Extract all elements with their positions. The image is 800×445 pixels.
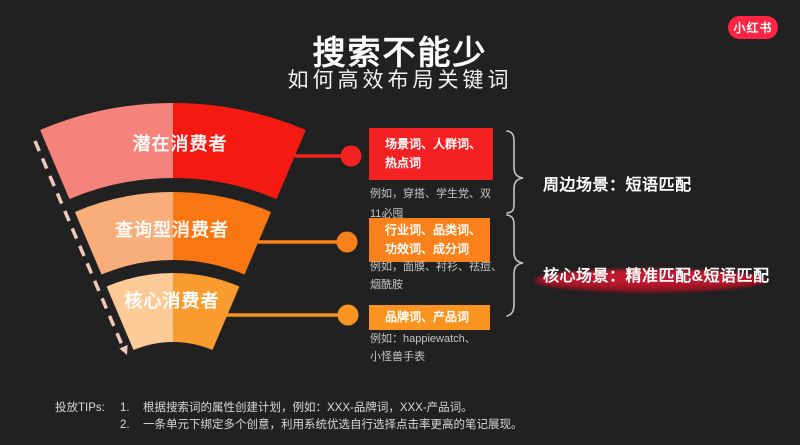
tip-item-1: 1. 根据搜索词的属性创建计划，例如：XXX-品牌词，XXX-产品词。 <box>120 399 473 415</box>
brace-top <box>506 130 524 214</box>
connector-dot-2 <box>336 231 358 253</box>
tips-label: 投放TIPs: <box>55 402 105 414</box>
connector-2 <box>258 231 358 253</box>
keyword-example-3: 例如：happiewatch、 小怪兽手表 <box>370 333 476 363</box>
tip-text-2: 一条单元下绑定多个创意，利用系统优选自行选择点击率更高的笔记展现。 <box>143 419 523 431</box>
connector-dot-3 <box>337 304 359 326</box>
brand-logo: 小红书 <box>728 16 778 39</box>
page-title: 搜索不能少 <box>312 34 488 71</box>
scene-label-core: 核心场景：精准匹配&短语匹配 <box>543 268 770 285</box>
connector-1 <box>295 145 362 167</box>
flow-arrow-head <box>119 344 128 355</box>
funnel-tier-1-label: 潜在消费者 <box>132 134 228 154</box>
keyword-box-2: 行业词、品类词、 功效词、成分词 <box>369 218 490 262</box>
scene-label-peripheral: 周边场景：短语匹配 <box>543 177 692 194</box>
keyword-example-1: 例如，穿搭、学生党、双 11必囤 <box>370 188 491 220</box>
funnel-tier-2-left <box>74 192 173 275</box>
keyword-box-1: 场景词、人群词、 热点词 <box>369 128 493 180</box>
keyword-example-2: 例如，面膜、衬衫、祛痘、 烟酰胺 <box>370 261 502 291</box>
funnel-flow-arrow <box>33 140 128 355</box>
connector-3 <box>227 304 359 326</box>
funnel-tier-3-left <box>106 273 173 351</box>
highlight-ellipse <box>534 269 766 292</box>
funnel-tier-1-right <box>173 103 306 200</box>
funnel-tier-2-right <box>173 192 272 275</box>
keyword-box-3: 品牌词、产品词 <box>369 305 490 330</box>
tip-number-2: 2. <box>120 419 130 431</box>
funnel-tier-3-label: 核心消费者 <box>124 291 220 311</box>
funnel-diagram <box>40 103 306 351</box>
funnel-tier-2-label: 查询型消费者 <box>115 220 229 240</box>
brace-bottom <box>506 214 524 317</box>
tip-item-2: 2. 一条单元下绑定多个创意，利用系统优选自行选择点击率更高的笔记展现。 <box>120 416 523 432</box>
funnel-tier-1-left <box>40 103 174 200</box>
funnel-tier-3-right <box>173 273 240 351</box>
connector-dot-1 <box>340 145 362 167</box>
tip-text-1: 根据搜索词的属性创建计划，例如：XXX-品牌词，XXX-产品词。 <box>143 402 473 414</box>
page-subtitle: 如何高效布局关键词 <box>287 69 513 92</box>
tip-number-1: 1. <box>120 402 130 414</box>
